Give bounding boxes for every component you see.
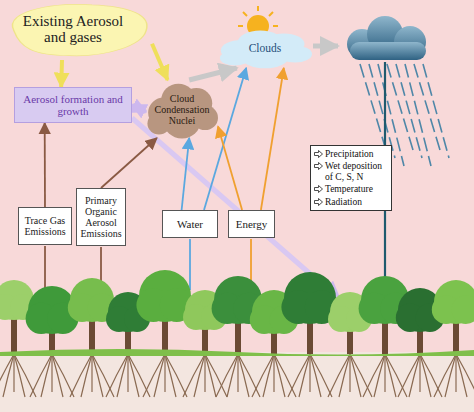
bullet-arrow bbox=[314, 198, 323, 206]
effect-item: Temperature bbox=[325, 184, 373, 194]
flow-arrow bbox=[189, 68, 237, 80]
node-label: Aerosol formation and growth bbox=[19, 93, 127, 117]
node-label: Cloud Condensation Nuclei bbox=[152, 93, 212, 126]
roots bbox=[0, 354, 474, 397]
soil bbox=[0, 352, 474, 412]
input-box: Energy bbox=[228, 210, 275, 238]
effect-row: Wet deposition of C, S, N bbox=[314, 161, 388, 182]
effect-row: Precipitation bbox=[314, 149, 388, 159]
flow-arrow bbox=[261, 68, 284, 210]
flow-arrow bbox=[101, 138, 157, 188]
grass bbox=[0, 349, 474, 356]
flow-arrow bbox=[218, 126, 242, 210]
emission-box: Primary Organic Aerosol Emissions bbox=[76, 188, 126, 246]
node-label: Energy bbox=[236, 218, 268, 230]
node-label: Trace Gas Emissions bbox=[22, 215, 68, 237]
effect-row: Temperature bbox=[314, 184, 388, 194]
effect-item: Precipitation bbox=[325, 149, 374, 159]
effect-item: Wet deposition of C, S, N bbox=[325, 161, 388, 182]
emission-box: Trace Gas Emissions bbox=[18, 207, 72, 245]
flow-arrow bbox=[44, 123, 46, 207]
emission-line bbox=[189, 239, 191, 290]
effect-item: Radiation bbox=[325, 197, 362, 207]
bullet-arrow bbox=[314, 150, 323, 158]
flow-arrow bbox=[313, 44, 338, 49]
node-label: Primary Organic Aerosol Emissions bbox=[80, 195, 122, 239]
process-box: Aerosol formation and growth bbox=[14, 87, 132, 123]
rain-cloud bbox=[347, 16, 426, 60]
node-label: Water bbox=[177, 218, 203, 230]
trees bbox=[0, 270, 474, 354]
source-blob: Existing Aerosol and gases bbox=[2, 2, 152, 60]
node-label: Clouds bbox=[249, 42, 282, 55]
node-label: Existing Aerosol and gases bbox=[12, 13, 134, 46]
flow-arrow bbox=[204, 68, 246, 210]
input-box: Water bbox=[162, 210, 218, 238]
flow-arrow bbox=[132, 105, 146, 112]
effect-row: Radiation bbox=[314, 197, 388, 207]
bullet-arrow bbox=[314, 162, 323, 170]
nuclei-cloud: Cloud Condensation Nuclei bbox=[146, 80, 218, 138]
flow-arrow bbox=[152, 44, 168, 80]
flow-arrow bbox=[59, 60, 64, 87]
bullet-arrow bbox=[314, 185, 323, 193]
cloud-shape: Clouds bbox=[218, 28, 312, 68]
effects-box: PrecipitationWet deposition of C, S, N Te… bbox=[310, 145, 392, 211]
flow-arrow bbox=[182, 138, 190, 210]
emission-line bbox=[250, 239, 252, 285]
